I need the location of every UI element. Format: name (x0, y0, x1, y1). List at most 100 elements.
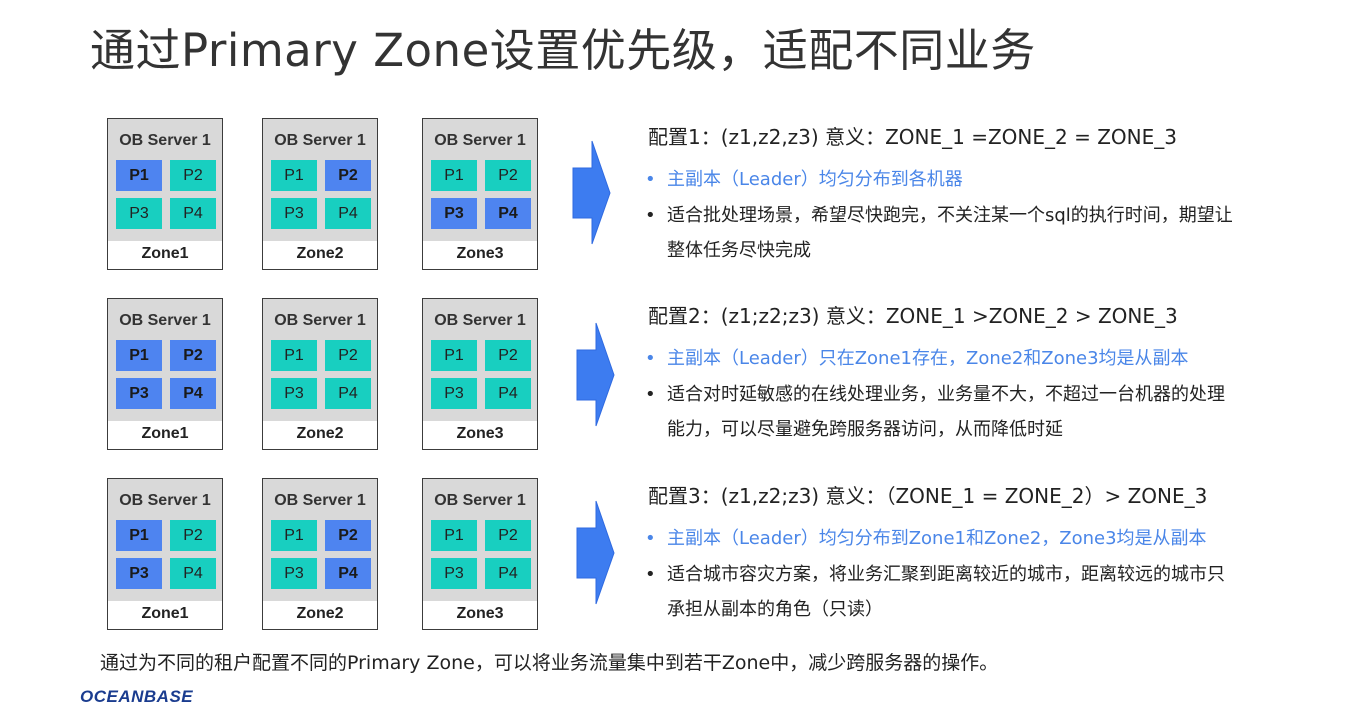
scenario-bullet: •适合城市容灾方案，将业务汇聚到距离较近的城市，距离较远的城市只承担从副本的角色… (645, 557, 1225, 627)
partition-follower: P1 (271, 520, 317, 551)
partition-leader: P2 (325, 160, 371, 191)
partition-follower: P4 (325, 378, 371, 409)
partition-leader: P4 (485, 198, 531, 229)
leader-bullet: • 主副本（Leader）均匀分布到各机器 (645, 162, 963, 197)
partition-follower: P1 (271, 160, 317, 191)
right-arrow-icon (576, 500, 615, 605)
partition-leader: P1 (116, 520, 162, 551)
footer-note: 通过为不同的租户配置不同的Primary Zone，可以将业务流量集中到若干Zo… (100, 652, 999, 674)
partition-follower: P4 (485, 558, 531, 589)
config-heading: 配置2：(z1;z2;z3) 意义：ZONE_1 >ZONE_2 > ZONE_… (648, 304, 1178, 328)
partition-follower: P3 (271, 558, 317, 589)
config-heading: 配置1：(z1,z2,z3) 意义：ZONE_1 =ZONE_2 = ZONE_… (648, 125, 1177, 149)
ob-server-label: OB Server 1 (274, 132, 366, 149)
partition-follower: P3 (431, 378, 477, 409)
leader-bullet-text: 主副本（Leader）只在Zone1存在，Zone2和Zone3均是从副本 (667, 348, 1189, 369)
ob-server-label: OB Server 1 (434, 312, 526, 329)
zone-label: Zone2 (296, 245, 344, 262)
leader-bullet: • 主副本（Leader）均匀分布到Zone1和Zone2，Zone3均是从副本 (645, 521, 1207, 556)
zone-label: Zone3 (456, 605, 504, 622)
zone-label: Zone3 (456, 425, 504, 442)
scenario-text-line1: 适合对时延敏感的在线处理业务，业务量不大，不超过一台机器的处理 (667, 384, 1225, 405)
scenario-text-line1: 适合批处理场景，希望尽快跑完，不关注某一个sql的执行时间，期望让 (667, 205, 1233, 226)
partition-follower: P4 (170, 558, 216, 589)
bullet-dot-icon: • (645, 564, 656, 585)
partition-follower: P2 (485, 340, 531, 371)
partition-follower: P2 (170, 160, 216, 191)
scenario-bullet: • 适合批处理场景，希望尽快跑完，不关注某一个sql的执行时间，期望让整体任务尽快… (645, 198, 1233, 268)
right-arrow-icon (572, 140, 611, 245)
partition-leader: P3 (116, 558, 162, 589)
ob-server-label: OB Server 1 (119, 312, 211, 329)
page-title: 通过Primary Zone设置优先级，适配不同业务 (90, 24, 1036, 77)
leader-bullet-text: 主副本（Leader）均匀分布到各机器 (667, 169, 963, 190)
ob-server-label: OB Server 1 (434, 492, 526, 509)
bullet-dot-icon: • (645, 169, 656, 190)
zone-label: Zone2 (296, 605, 344, 622)
partition-leader: P2 (325, 520, 371, 551)
zone-label: Zone1 (141, 245, 189, 262)
scenario-text-line2: 能力，可以尽量避免跨服务器访问，从而降低时延 (667, 419, 1063, 440)
scenario-text-line2: 承担从副本的角色（只读） (667, 599, 883, 620)
zone-label: Zone3 (456, 245, 504, 262)
ob-server-label: OB Server 1 (119, 492, 211, 509)
partition-leader: P4 (325, 558, 371, 589)
oceanbase-logo: OCEANBASE (80, 687, 194, 706)
partition-follower: P1 (431, 160, 477, 191)
partition-follower: P2 (170, 520, 216, 551)
ob-server-label: OB Server 1 (434, 132, 526, 149)
scenario-bullet: • 适合对时延敏感的在线处理业务，业务量不大，不超过一台机器的处理能力，可以尽量避… (645, 377, 1225, 447)
partition-follower: P3 (271, 198, 317, 229)
config-heading: 配置3：(z1,z2;z3) 意义：（ZONE_1 = ZONE_2）> ZON… (648, 484, 1208, 508)
bullet-dot-icon: • (645, 528, 656, 549)
partition-follower: P3 (271, 378, 317, 409)
leader-bullet-text: 主副本（Leader）均匀分布到Zone1和Zone2，Zone3均是从副本 (667, 528, 1207, 549)
partition-leader: P4 (170, 378, 216, 409)
partition-follower: P2 (485, 160, 531, 191)
right-arrow-icon (576, 322, 615, 427)
partition-follower: P4 (170, 198, 216, 229)
ob-server-label: OB Server 1 (119, 132, 211, 149)
partition-follower: P4 (325, 198, 371, 229)
ob-server-label: OB Server 1 (274, 492, 366, 509)
bullet-dot-icon: • (645, 348, 656, 369)
partition-leader: P1 (116, 160, 162, 191)
zone-label: Zone1 (141, 425, 189, 442)
bullet-dot-icon: • (645, 384, 656, 405)
partition-leader: P3 (116, 378, 162, 409)
partition-leader: P1 (116, 340, 162, 371)
partition-follower: P1 (431, 340, 477, 371)
partition-leader: P2 (170, 340, 216, 371)
ob-server-label: OB Server 1 (274, 312, 366, 329)
leader-bullet: • 主副本（Leader）只在Zone1存在，Zone2和Zone3均是从副本 (645, 341, 1189, 376)
scenario-text-line2: 整体任务尽快完成 (667, 240, 811, 261)
partition-leader: P3 (431, 198, 477, 229)
zone-label: Zone2 (296, 425, 344, 442)
zone-label: Zone1 (141, 605, 189, 622)
partition-follower: P4 (485, 378, 531, 409)
partition-follower: P3 (431, 558, 477, 589)
partition-follower: P2 (485, 520, 531, 551)
bullet-dot-icon: • (645, 205, 656, 226)
partition-follower: P3 (116, 198, 162, 229)
partition-follower: P1 (271, 340, 317, 371)
partition-follower: P1 (431, 520, 477, 551)
